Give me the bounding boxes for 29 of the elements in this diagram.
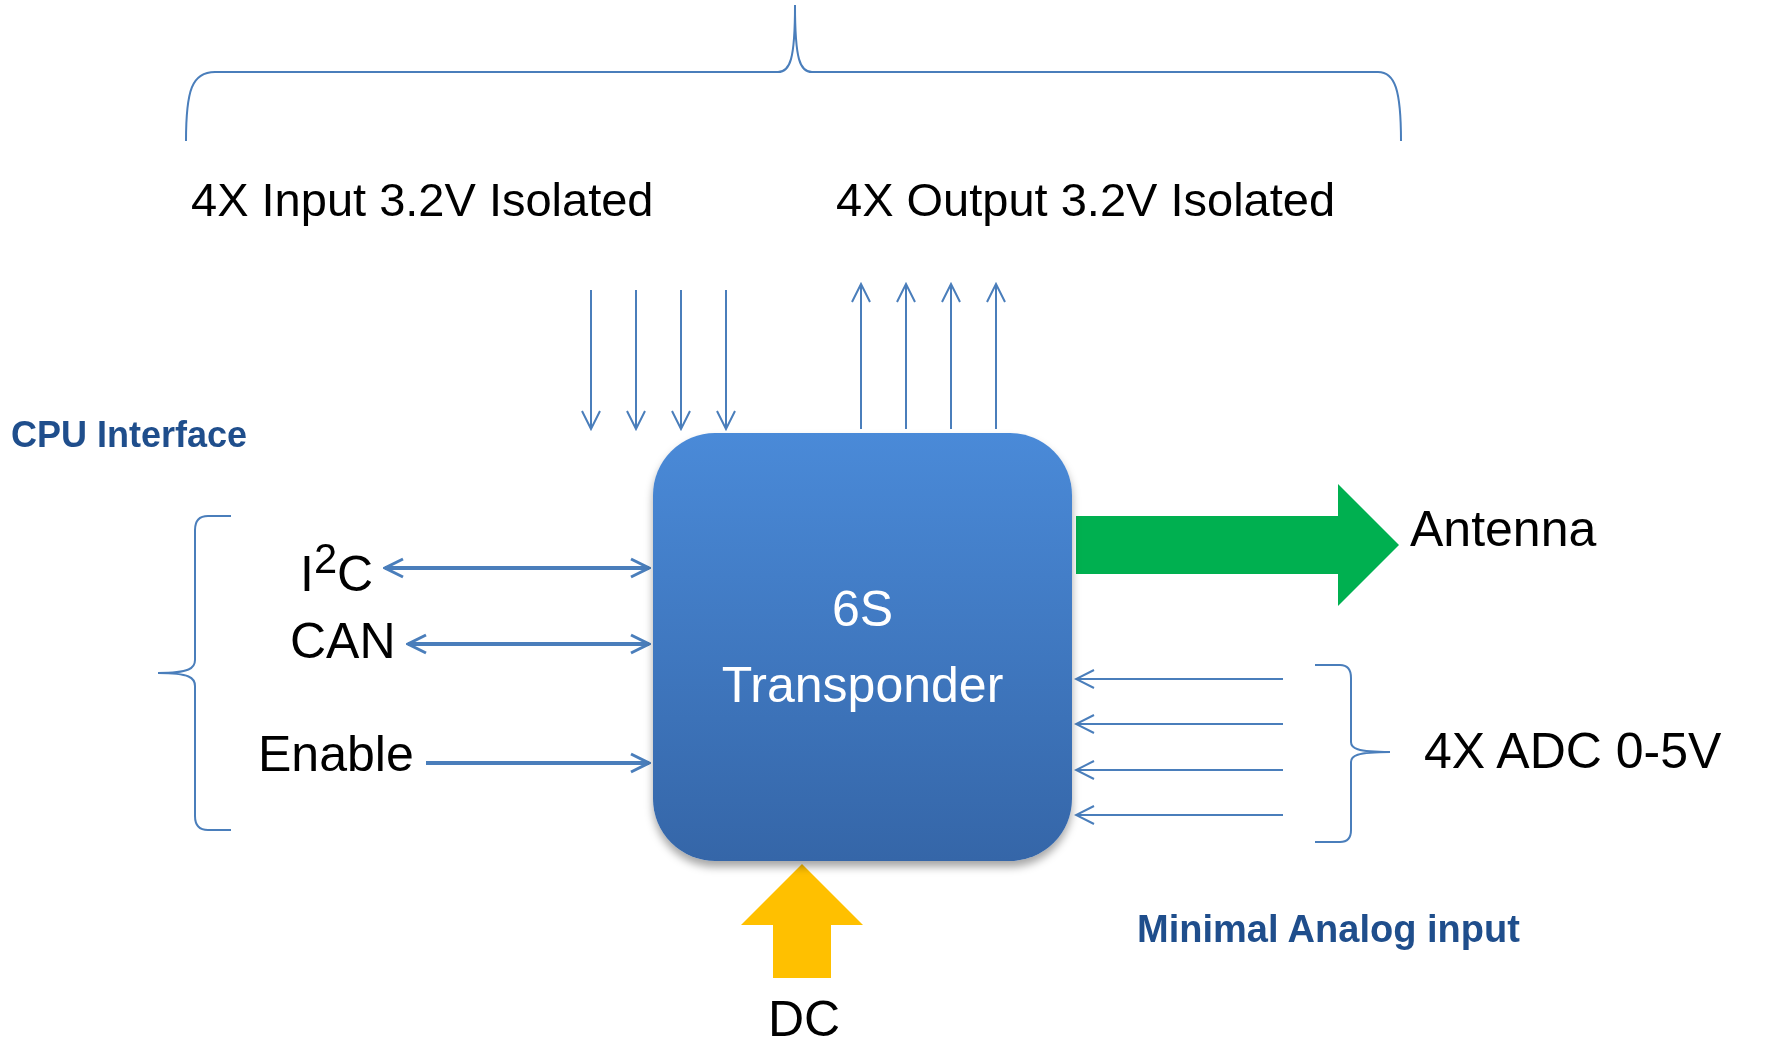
arrow bbox=[851, 283, 871, 430]
arrow bbox=[671, 289, 691, 430]
group-label: 4X Input 3.2V Isolated bbox=[191, 172, 654, 227]
group-label: 4X Output 3.2V Isolated bbox=[836, 172, 1336, 227]
signal-label: I$^{2}$C bbox=[300, 530, 374, 603]
arrow bbox=[626, 289, 646, 430]
signal-label: CAN bbox=[290, 612, 396, 670]
section-heading: Minimal Analog input bbox=[1137, 908, 1520, 951]
signal-label: Enable bbox=[258, 725, 414, 783]
arrow bbox=[896, 283, 916, 430]
box-title: 6S Transponder bbox=[720, 580, 1005, 715]
arrow bbox=[1075, 714, 1284, 734]
arrow bbox=[716, 289, 736, 430]
block-arrow bbox=[741, 864, 863, 978]
signal-label: Antenna bbox=[1410, 500, 1597, 558]
arrow bbox=[1075, 669, 1284, 689]
arrow bbox=[941, 283, 961, 430]
arrow bbox=[426, 752, 651, 774]
arrow bbox=[986, 283, 1006, 430]
arrow bbox=[1075, 805, 1284, 825]
process-box bbox=[653, 433, 1072, 861]
arrow bbox=[406, 633, 651, 655]
signal-label: DC bbox=[768, 990, 841, 1046]
section-heading: CPU Interface bbox=[11, 414, 248, 456]
group-label: 4X ADC 0-5V bbox=[1424, 722, 1722, 780]
arrow bbox=[581, 289, 601, 430]
arrow bbox=[383, 557, 651, 579]
block-arrow bbox=[1076, 484, 1399, 606]
arrow bbox=[1075, 760, 1284, 780]
